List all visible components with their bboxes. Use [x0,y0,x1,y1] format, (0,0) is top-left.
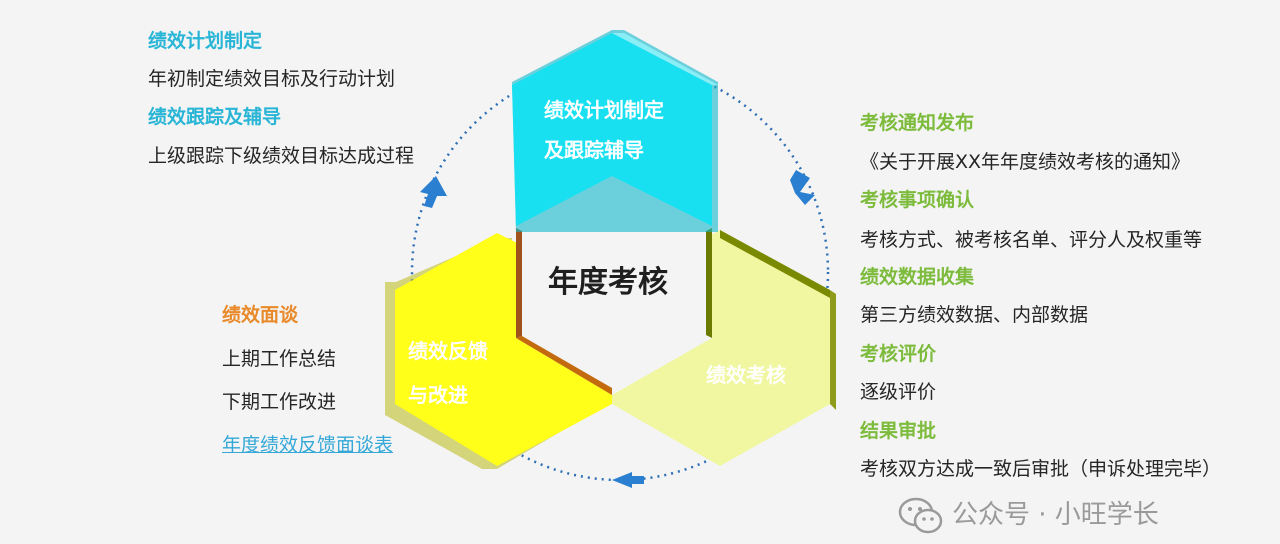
right-heading-confirm: 考核事项确认 [860,189,975,211]
right-text-confirm: 考核方式、被考核名单、评分人及权重等 [860,229,1203,251]
right-text-notice: 《关于开展XX年年度绩效考核的通知》 [860,151,1191,173]
right-heading-notice: 考核通知发布 [860,112,975,134]
left-heading-interview: 绩效面谈 [222,304,299,326]
hex-left-label-1: 绩效反馈 [408,339,488,363]
left-text-plan: 年初制定绩效目标及行动计划 [148,68,396,90]
left-text-summary: 上期工作总结 [222,348,337,370]
right-heading-collect: 绩效数据收集 [860,266,975,288]
left-heading-track: 绩效跟踪及辅导 [148,106,282,128]
arrow-bottom-icon [612,472,644,488]
watermark-text: 公众号 · 小旺学长 [952,500,1159,530]
hex-right-label: 绩效考核 [706,363,786,387]
hex-top-label-2: 及跟踪辅导 [544,138,644,162]
left-text-track: 上级跟踪下级绩效目标达成过程 [148,145,415,167]
hex-top-label-1: 绩效计划制定 [544,98,664,122]
center-label: 年度考核 [548,265,668,300]
arrow-left-icon [420,176,447,208]
right-text-collect: 第三方绩效数据、内部数据 [860,304,1089,326]
right-heading-approve: 结果审批 [860,420,937,442]
left-text-improve: 下期工作改进 [222,391,337,413]
hex-planning [512,30,718,232]
right-text-approve: 考核双方达成一致后审批（申诉处理完毕） [860,458,1222,480]
cycle-circle [410,62,830,482]
right-heading-evaluate: 考核评价 [860,343,937,365]
feedback-form-link[interactable]: 年度绩效反馈面谈表 [222,434,394,456]
watermark: 公众号 · 小旺学长 [898,494,1159,536]
right-text-evaluate: 逐级评价 [860,381,937,403]
left-heading-plan: 绩效计划制定 [148,30,263,52]
hex-left-label-2: 与改进 [408,383,468,407]
arrow-top-right-icon [790,170,815,205]
wechat-icon [898,497,943,533]
